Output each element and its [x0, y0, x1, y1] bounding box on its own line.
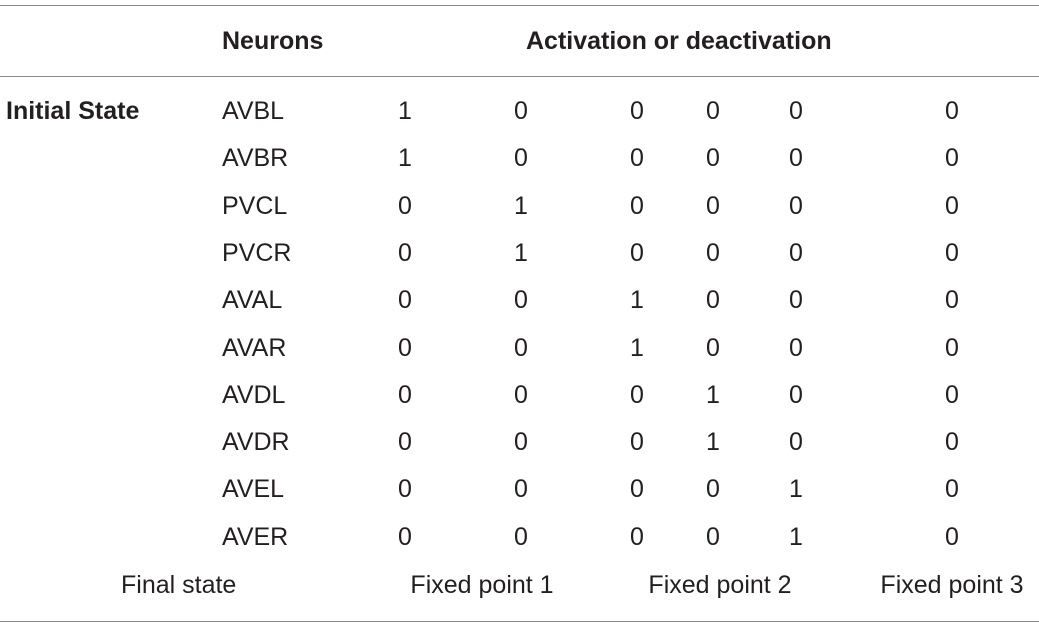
fixed-point-2: Fixed point 2 [648, 571, 792, 599]
table-cell-value: 0 [514, 522, 528, 551]
table-cell-value: 1 [630, 333, 644, 362]
table-cell-value: 0 [789, 191, 803, 220]
table-cell-value: 1 [514, 238, 528, 267]
header-rule [0, 76, 1039, 77]
bottom-rule [0, 621, 1039, 622]
table-cell-value: 0 [945, 522, 959, 551]
table-cell-value: 0 [706, 97, 720, 125]
table-cell-value: 0 [630, 380, 644, 409]
table-cell-value: 0 [789, 286, 803, 315]
fixed-point-1: Fixed point 1 [410, 571, 554, 599]
initial-state-label: Initial State [6, 97, 140, 125]
table-cell-value: 0 [398, 238, 412, 267]
fixed-point-3: Fixed point 3 [880, 571, 1024, 599]
table-cell-value: 0 [706, 475, 720, 504]
table-cell-value: 0 [514, 333, 528, 362]
table-cell-value: 0 [398, 380, 412, 409]
table-row-neuron: AVAL [222, 286, 283, 315]
table-cell-value: 0 [706, 522, 720, 551]
table-cell-value: 0 [945, 380, 959, 409]
table-cell-value: 0 [706, 333, 720, 362]
table-row-neuron: AVDL [222, 380, 286, 409]
table-row-neuron: AVER [222, 522, 289, 551]
table-cell-value: 0 [945, 191, 959, 220]
table-cell-value: 0 [630, 428, 644, 457]
table-cell-value: 0 [706, 286, 720, 315]
table-cell-value: 1 [514, 191, 528, 220]
top-rule [0, 5, 1039, 6]
table-cell-value: 0 [706, 238, 720, 267]
table-cell-value: 0 [945, 97, 959, 125]
table-cell-value: 0 [945, 286, 959, 315]
table-row-neuron: AVBR [222, 144, 289, 173]
table-cell-value: 0 [789, 428, 803, 457]
table-cell-value: 1 [398, 144, 412, 173]
table-row-neuron: PVCL [222, 191, 288, 220]
table-row-neuron: AVAR [222, 333, 287, 362]
table-row-neuron: AVBL [222, 97, 285, 125]
table-cell-value: 0 [945, 333, 959, 362]
table-cell-value: 0 [706, 191, 720, 220]
header-neurons: Neurons [222, 27, 324, 55]
table-cell-value: 0 [945, 475, 959, 504]
table-row-neuron: PVCR [222, 238, 292, 267]
table-cell-value: 0 [398, 286, 412, 315]
table-cell-value: 0 [789, 333, 803, 362]
table-cell-value: 1 [630, 286, 644, 315]
final-state-label: Final state [121, 571, 237, 599]
table-cell-value: 0 [398, 191, 412, 220]
table-cell-value: 0 [789, 380, 803, 409]
header-activation: Activation or deactivation [526, 27, 832, 55]
table-cell-value: 1 [789, 475, 803, 504]
table-cell-value: 1 [706, 428, 720, 457]
table-cell-value: 0 [706, 144, 720, 173]
table-cell-value: 0 [945, 238, 959, 267]
table-cell-value: 0 [398, 475, 412, 504]
table-cell-value: 0 [630, 144, 644, 173]
table-cell-value: 0 [398, 522, 412, 551]
table-cell-value: 1 [398, 97, 412, 125]
table-cell-value: 0 [514, 286, 528, 315]
table-row-neuron: AVDR [222, 428, 290, 457]
table-cell-value: 0 [630, 97, 644, 125]
table-cell-value: 0 [789, 144, 803, 173]
table-cell-value: 0 [514, 380, 528, 409]
table-cell-value: 0 [789, 238, 803, 267]
table-row-neuron: AVEL [222, 475, 285, 504]
table-cell-value: 0 [398, 333, 412, 362]
table-cell-value: 0 [514, 97, 528, 125]
table-cell-value: 0 [630, 522, 644, 551]
table-cell-value: 0 [398, 428, 412, 457]
table-cell-value: 1 [789, 522, 803, 551]
table-cell-value: 1 [706, 380, 720, 409]
table-cell-value: 0 [630, 191, 644, 220]
table-cell-value: 0 [789, 97, 803, 125]
table-cell-value: 0 [514, 144, 528, 173]
table-cell-value: 0 [514, 475, 528, 504]
table-cell-value: 0 [945, 428, 959, 457]
table-cell-value: 0 [630, 238, 644, 267]
table-cell-value: 0 [514, 428, 528, 457]
table-cell-value: 0 [945, 144, 959, 173]
table-cell-value: 0 [630, 475, 644, 504]
